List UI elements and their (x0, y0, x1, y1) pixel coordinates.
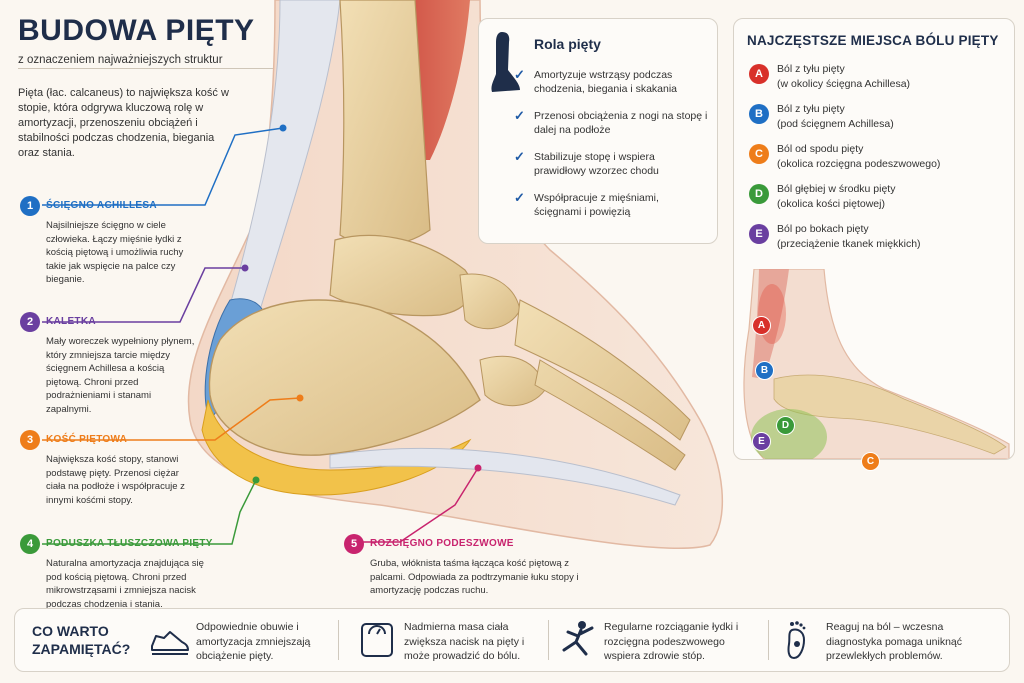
metatarsal-bones (514, 299, 691, 471)
takeaway-text: Odpowiednie obuwie i amortyzacja zmniejs… (196, 621, 311, 662)
role-item: ✓Amortyzuje wstrząsy podczas chodzenia, … (514, 67, 678, 96)
callout-title: PODUSZKA TŁUSZCZOWA PIĘTY (46, 538, 213, 549)
plantar-fascia-shape (329, 448, 681, 506)
callout-number: 4 (20, 534, 40, 554)
check-icon: ✓ (514, 149, 525, 164)
leader-line-5 (362, 467, 479, 543)
mini-badge-b: B (755, 361, 774, 380)
callout-description: Mały woreczek wypełniony płynem, który z… (46, 336, 195, 415)
leader-line-4 (42, 479, 257, 545)
pain-item: A Ból z tyłu pięty(w okolicy ścięgna Ach… (749, 62, 997, 92)
takeaway-text: Reaguj na ból – wczesna diagnostyka poma… (826, 621, 963, 662)
leg-silhouette-icon (491, 32, 520, 92)
mini-badge-d: D (776, 416, 795, 435)
callout-number: 5 (344, 534, 364, 554)
pain-badge: E (749, 224, 769, 244)
check-icon: ✓ (514, 67, 525, 82)
pain-item: B Ból z tyłu pięty(pod ścięgnem Achilles… (749, 102, 997, 132)
check-icon: ✓ (514, 108, 525, 123)
callout-description: Najsilniejsze ścięgno w ciele człowieka.… (46, 220, 184, 285)
pain-title: NAJCZĘSTSZE MIEJSCA BÓLU PIĘTY (747, 33, 999, 48)
fat-pad-shape (201, 399, 472, 496)
callout-description: Naturalna amortyzacja znajdująca się pod… (46, 558, 204, 610)
role-panel (478, 18, 718, 244)
divider (548, 620, 549, 660)
role-item: ✓Współpracuje z mięśniami, ścięgnami i p… (514, 190, 659, 219)
leader-line-1 (42, 127, 284, 206)
title-divider (18, 68, 278, 69)
role-item: ✓Przenosi obciążenia z nogi na stopę i d… (514, 108, 708, 137)
mini-foot-illustration (743, 269, 1010, 459)
role-item: ✓Stabilizuje stopę i wspiera prawidłowy … (514, 149, 659, 178)
pain-item: C Ból od spodu pięty(okolica rozcięgna p… (749, 142, 997, 172)
callout-title: ROZCIĘGNO PODESZWOWE (370, 538, 514, 549)
mini-badge-a: A (752, 316, 771, 335)
footprint-icon (787, 621, 806, 660)
pain-badge: D (749, 184, 769, 204)
leader-line-2 (42, 267, 245, 323)
role-title: Rola pięty (534, 36, 601, 52)
pain-item: E Ból po bokach pięty(przeciążenie tkane… (749, 222, 997, 252)
takeaway-text: Regularne rozciąganie łydki i rozcięgna … (604, 621, 739, 662)
leader-line-3 (42, 397, 301, 441)
callout-number: 2 (20, 312, 40, 332)
callout-number: 3 (20, 430, 40, 450)
page-subtitle: z oznaczeniem najważniejszych struktur (18, 54, 223, 66)
takeaways-title: CO WARTO ZAPAMIĘTAĆ? (32, 623, 131, 657)
takeaway-text: Nadmierna masa ciała zwiększa nacisk na … (404, 621, 525, 662)
callout-number: 1 (20, 196, 40, 216)
callout-title: ŚCIĘGNO ACHILLESA (46, 200, 157, 211)
calcaneus-bone (208, 299, 481, 456)
stretching-person-icon (562, 621, 594, 656)
callout-title: KOŚĆ PIĘTOWA (46, 434, 128, 445)
mini-badge-c: C (861, 452, 880, 471)
callout-description: Gruba, włóknista taśma łącząca kość pięt… (370, 558, 579, 596)
scale-icon (361, 623, 393, 657)
heel-anatomy-illustration (187, 0, 724, 550)
shoe-icon (151, 631, 189, 655)
mini-badge-e: E (752, 432, 771, 451)
pain-badge: B (749, 104, 769, 124)
callout-description: Największa kość stopy, stanowi podstawę … (46, 454, 185, 506)
divider (768, 620, 769, 660)
pain-badge: A (749, 64, 769, 84)
page-title: BUDOWA PIĘTY (18, 14, 255, 47)
check-icon: ✓ (514, 190, 525, 205)
pain-item: D Ból głębiej w środku pięty(okolica koś… (749, 182, 997, 212)
divider (338, 620, 339, 660)
callout-title: KALETKA (46, 316, 96, 327)
pain-badge: C (749, 144, 769, 164)
intro-text: Pięta (łac. calcaneus) to największa koś… (18, 87, 229, 159)
